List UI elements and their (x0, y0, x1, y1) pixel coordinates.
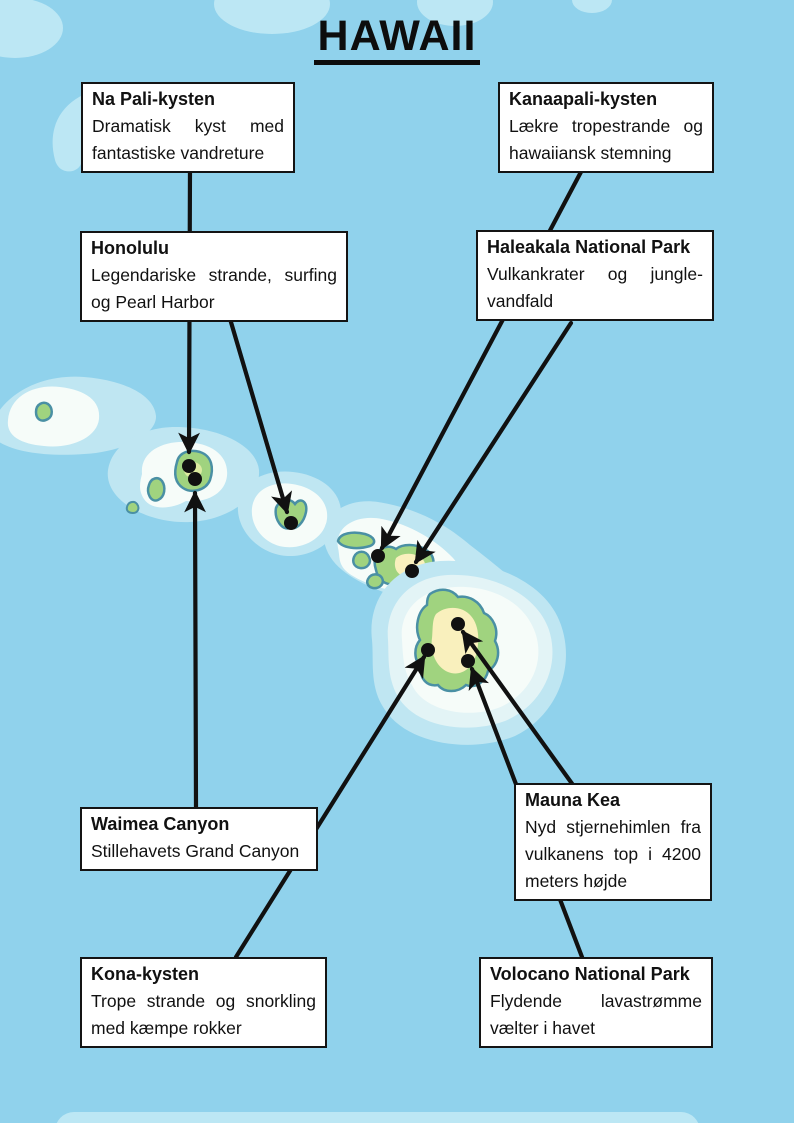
dot-haleakala (405, 564, 419, 578)
islet (125, 500, 140, 515)
callout-title: Volocano National Park (490, 964, 690, 984)
callout-title: Kanaapali-kysten (509, 89, 658, 109)
callout-description: Trope strande og snorkling med kæmpe rok… (91, 991, 316, 1038)
island-hawaii-group (371, 560, 566, 745)
callout-description: Vulkankrater og jungle-vandfald (487, 264, 703, 311)
callout-description: Flydende lavastrømme vælter i havet (490, 991, 702, 1038)
island-niihau (146, 476, 166, 502)
callout-description: Dramatisk kyst med fantastiske vandretur… (92, 116, 284, 163)
callout-waimea-canyon: Waimea Canyon Stillehavets Grand Canyon (80, 807, 318, 871)
island-lanai (352, 550, 372, 570)
callout-title: Waimea Canyon (91, 814, 230, 834)
location-dots (182, 459, 475, 668)
page-title-wrap: HAWAII (0, 13, 794, 66)
callout-title: Mauna Kea (525, 790, 621, 810)
callout-kanaapali-kysten: Kanaapali-kysten Lækre tropestrande og h… (498, 82, 714, 173)
callout-title: Kona-kysten (91, 964, 200, 984)
dot-kona (421, 643, 435, 657)
callout-mauna-kea: Mauna Kea Nyd stjernehimlen fra vulkanen… (514, 783, 712, 901)
callout-description: Stillehavets Grand Canyon (91, 841, 300, 861)
island-nihoa (0, 376, 157, 455)
dot-mauna-kea (451, 617, 465, 631)
callout-volocano-national-park: Volocano National Park Flydende lavastrø… (479, 957, 713, 1048)
page-title: HAWAII (313, 13, 481, 66)
callout-kona-kysten: Kona-kysten Trope strande og snorkling m… (80, 957, 327, 1048)
island-molokai (336, 531, 376, 550)
callout-description: Nyd stjernehimlen fra vulkanens top i 42… (525, 817, 701, 891)
callout-title: Honolulu (91, 238, 169, 258)
dot-na-pali (182, 459, 196, 473)
arrow-mauna-kea (460, 629, 576, 788)
arrow-waimea (184, 490, 206, 811)
callout-haleakala-national-park: Haleakala National Park Vulkankrater og … (476, 230, 714, 321)
callout-description: Legendariske strande, surfing og Pearl H… (91, 265, 337, 312)
arrow-haleakala (413, 320, 574, 565)
arrow-kona (233, 654, 427, 960)
dot-waimea (188, 472, 202, 486)
cloud-shapes (0, 0, 699, 1123)
arrow-kanaapali (379, 167, 585, 551)
callout-title: Na Pali-kysten (92, 89, 216, 109)
callout-honolulu: Honolulu Legendariske strande, surfing o… (80, 231, 348, 322)
callout-title: Haleakala National Park (487, 237, 691, 257)
callout-na-pali-kysten: Na Pali-kysten Dramatisk kyst med fantas… (81, 82, 295, 173)
callout-description: Lækre tropestrande og hawaiiansk stemnin… (509, 116, 703, 163)
dot-volcano (461, 654, 475, 668)
arrow-honolulu (225, 309, 293, 515)
island-kahoolawe (365, 573, 384, 590)
dot-honolulu (284, 516, 298, 530)
dot-kanaapali (371, 549, 385, 563)
island-kauai-group (107, 427, 260, 523)
